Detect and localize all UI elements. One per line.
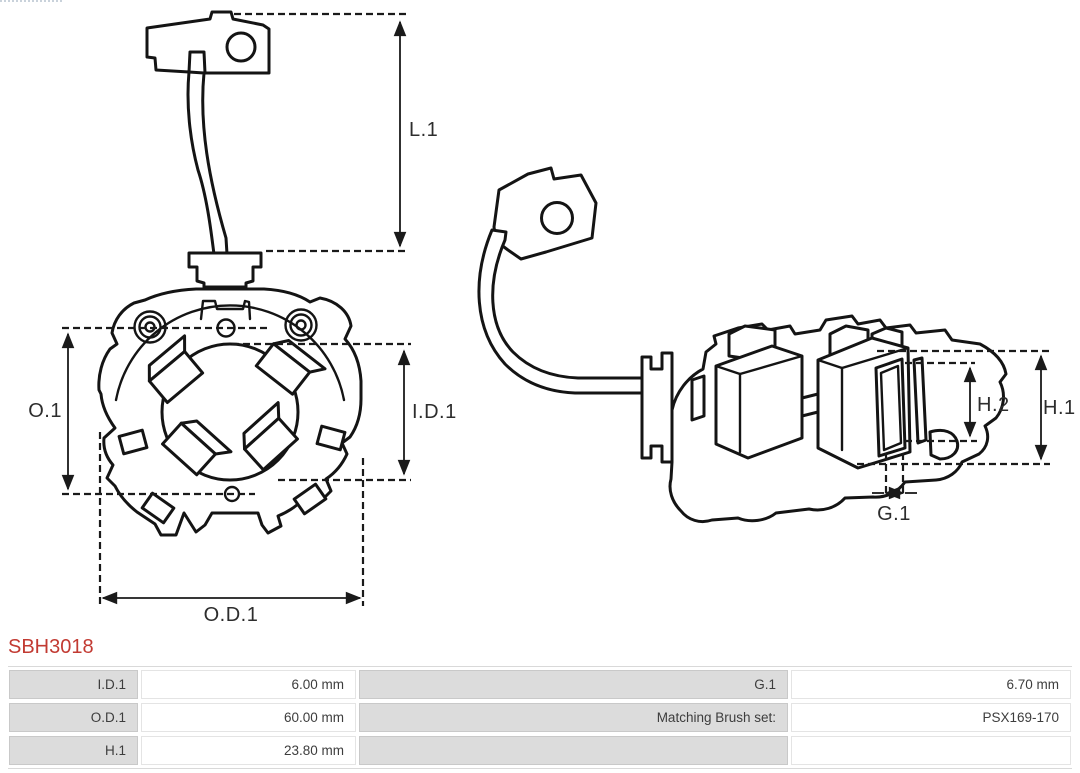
lead-wire-side xyxy=(477,228,647,395)
od1-dimension-lines xyxy=(98,432,365,606)
dim-label-l1: L.1 xyxy=(409,119,439,141)
rim-notch xyxy=(199,299,252,321)
brush-box-sw xyxy=(161,419,233,477)
spec-value-h1: 23.80 mm xyxy=(141,736,356,765)
brush-slot xyxy=(874,357,907,458)
connector-block-front xyxy=(187,251,263,289)
dim-label-o1: O.1 xyxy=(28,400,62,422)
spec-value-id1: 6.00 mm xyxy=(141,670,356,699)
spec-label-g1: G.1 xyxy=(359,670,788,699)
id1-dimension-lines xyxy=(232,342,411,482)
screw-hole-right xyxy=(284,308,318,342)
dim-label-od1: O.D.1 xyxy=(203,604,259,626)
side-view-drawing xyxy=(477,166,1050,524)
front-view-drawing xyxy=(61,10,411,606)
blade xyxy=(912,356,928,445)
body-foot xyxy=(928,428,960,461)
brush-box-ne xyxy=(254,339,327,396)
g1-dimension-lines xyxy=(872,453,917,500)
o1-dimension-lines xyxy=(61,326,268,496)
lead-wire-front xyxy=(186,70,229,256)
spec-value-brush-set: PSX169-170 xyxy=(791,703,1071,732)
mounting-post xyxy=(640,351,674,464)
h2-dimension-lines xyxy=(905,361,977,443)
terminal-hole-side xyxy=(540,201,574,235)
part-number: SBH3018 xyxy=(8,636,94,658)
spec-value-empty xyxy=(791,736,1071,765)
spec-label-brush-set: Matching Brush set: xyxy=(359,703,788,732)
spec-value-g1: 6.70 mm xyxy=(791,670,1071,699)
rim-tab-se xyxy=(292,482,328,516)
rim-tab-west xyxy=(117,428,149,456)
technical-drawings xyxy=(61,10,1050,606)
dim-label-h1: H.1 xyxy=(1043,397,1076,419)
h1-dimension-lines xyxy=(857,349,1050,466)
focus-outline-artifact xyxy=(0,0,64,2)
dim-label-id1: I.D.1 xyxy=(412,401,457,423)
spec-label-empty xyxy=(359,736,788,765)
dim-label-h2: H.2 xyxy=(977,394,1010,416)
body-slot xyxy=(690,374,706,422)
rim-tab-sw xyxy=(140,491,176,525)
spec-label-od1: O.D.1 xyxy=(9,703,138,732)
side-brush-box-left xyxy=(714,324,804,460)
spec-label-h1: H.1 xyxy=(9,736,138,765)
dim-label-g1: G.1 xyxy=(877,503,911,525)
box-link xyxy=(800,392,820,418)
rim-tab-east xyxy=(315,424,347,452)
l1-dimension-lines xyxy=(234,12,407,253)
terminal-hole-front xyxy=(225,31,257,63)
spec-label-id1: I.D.1 xyxy=(9,670,138,699)
spec-table: I.D.1 6.00 mm G.1 6.70 mm O.D.1 60.00 mm… xyxy=(8,666,1072,769)
plate-rim xyxy=(114,304,346,402)
brush-box-se xyxy=(242,401,299,472)
brush-box-nw xyxy=(147,334,205,405)
spec-value-od1: 60.00 mm xyxy=(141,703,356,732)
